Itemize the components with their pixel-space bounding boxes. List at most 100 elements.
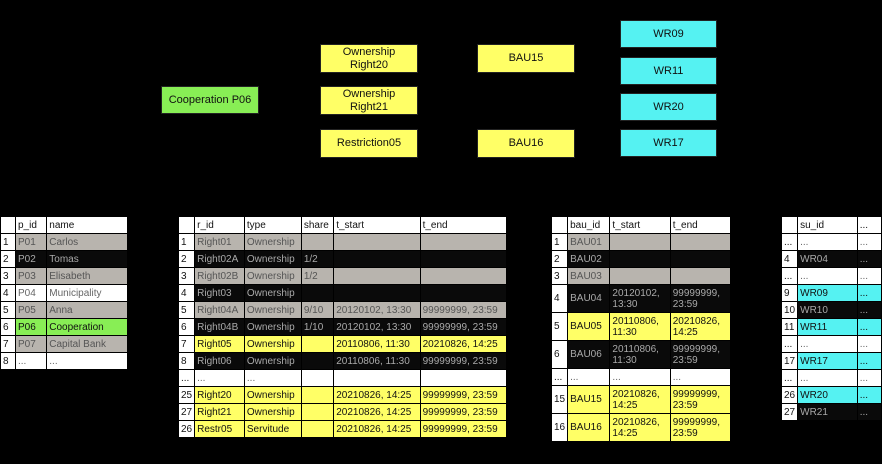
node-label: Cooperation P06 — [168, 93, 252, 106]
row-index: 7 — [177, 335, 196, 353]
table-cell — [333, 267, 421, 285]
table-cell: BAU16 — [567, 413, 611, 442]
column-header: p_id — [14, 216, 48, 234]
table-cell — [333, 284, 421, 302]
row-index: 1 — [177, 233, 196, 251]
row-index: 2 — [177, 250, 196, 268]
table-cell: 20110806, 11:30 — [609, 340, 671, 369]
table-cell: 99999999, 23:59 — [669, 413, 732, 442]
table-cell: Ownership — [243, 233, 302, 251]
row-index: 26 — [780, 386, 799, 404]
node-wr17: WR17 — [620, 129, 717, 157]
table-cell: 20120102, 13:30 — [609, 284, 671, 313]
table-cell: Capital Bank — [46, 335, 128, 353]
table-cell: 99999999, 23:59 — [419, 386, 508, 404]
table-cell: BAU15 — [567, 385, 611, 414]
row-index: 17 — [780, 352, 799, 370]
table-row: ......... — [780, 233, 882, 251]
node-restriction05: Restriction05 — [320, 129, 418, 158]
table-cell: Right21 — [194, 403, 245, 421]
table-cell: Elisabeth — [46, 267, 128, 285]
table-cell — [300, 352, 335, 370]
row-index: 10 — [780, 301, 799, 319]
table-cell — [419, 267, 508, 285]
table-cell: ... — [856, 267, 882, 285]
table-cell: Right02B — [194, 267, 245, 285]
table-cell: Ownership — [243, 335, 302, 353]
column-header: r_id — [194, 216, 245, 234]
table-cell: 1/2 — [300, 267, 335, 285]
table-cell: 99999999, 23:59 — [419, 352, 508, 370]
table-cell: 20210826, 14:25 — [609, 413, 671, 442]
table-cell: WR10 — [797, 301, 858, 319]
table-cell — [419, 233, 508, 251]
table-cell — [300, 233, 335, 251]
table-cell — [300, 335, 335, 353]
table-cell: Right01 — [194, 233, 245, 251]
table-cell: ... — [856, 369, 882, 387]
table-cell: WR21 — [797, 403, 858, 421]
table-cell: P04 — [14, 284, 48, 302]
row-index: 5 — [550, 312, 569, 341]
row-index: 5 — [0, 301, 16, 319]
table-cell: Tomas — [46, 250, 128, 268]
table-cell: ... — [194, 369, 245, 387]
table-cell: Municipality — [46, 284, 128, 302]
column-header: t_end — [419, 216, 508, 234]
row-index: ... — [780, 369, 799, 387]
table-cell: WR04 — [797, 250, 858, 268]
table-cell: ... — [856, 301, 882, 319]
table-cell: ... — [856, 250, 882, 268]
table-cell: Right06 — [194, 352, 245, 370]
row-index: 3 — [0, 267, 16, 285]
table-cell — [419, 369, 508, 387]
table-cell: 9/10 — [300, 301, 335, 319]
table-cell — [419, 284, 508, 302]
table-cell: 20110806, 11:30 — [609, 312, 671, 341]
column-header — [550, 216, 569, 234]
table-cell: ... — [856, 352, 882, 370]
row-index: 27 — [177, 403, 196, 421]
node-ownership-right21: Ownership Right21 — [320, 86, 418, 115]
table-cell: ... — [856, 386, 882, 404]
table-cell: Servitude — [243, 420, 302, 438]
row-index: 4 — [780, 250, 799, 268]
table-cell: Right04A — [194, 301, 245, 319]
node-label: WR11 — [653, 64, 684, 77]
table-cell: ... — [14, 352, 48, 370]
row-index: 15 — [550, 385, 569, 414]
node-bau16: BAU16 — [477, 129, 575, 158]
table-cell: Cooperation — [46, 318, 128, 336]
column-header: type — [243, 216, 302, 234]
table-cell: 1/10 — [300, 318, 335, 336]
table-cell: 1/2 — [300, 250, 335, 268]
table-cell: 99999999, 23:59 — [419, 301, 508, 319]
table-cell — [333, 233, 421, 251]
column-header: name — [46, 216, 128, 234]
table-cell: P02 — [14, 250, 48, 268]
row-index: ... — [780, 335, 799, 353]
table-cell: Right03 — [194, 284, 245, 302]
table-cell: 99999999, 23:59 — [419, 403, 508, 421]
table-cell — [609, 233, 671, 251]
table-cell: 20210826, 14:25 — [333, 403, 421, 421]
table-cell: Ownership — [243, 386, 302, 404]
row-index: 8 — [177, 352, 196, 370]
table-cell: 20210826, 14:25 — [333, 420, 421, 438]
table-cell — [300, 420, 335, 438]
table-cell: 99999999, 23:59 — [419, 420, 508, 438]
table-row: ............ — [550, 368, 732, 386]
